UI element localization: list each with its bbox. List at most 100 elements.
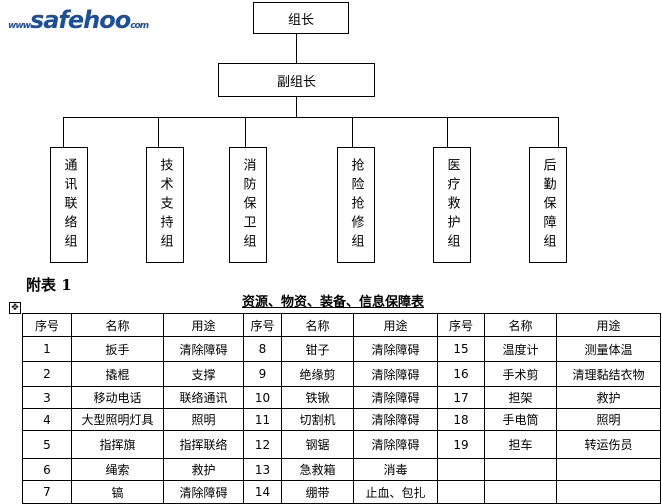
table-cell xyxy=(556,480,661,504)
table-move-handle-icon[interactable]: ✥ xyxy=(9,302,21,314)
table-cell xyxy=(484,480,557,504)
watermark-main: safehoo xyxy=(29,6,131,34)
table-cell: 镐 xyxy=(71,480,164,504)
table-cell: 铁锹 xyxy=(281,386,354,409)
connector xyxy=(558,117,559,147)
table-cell: 清除障碍 xyxy=(353,386,438,409)
leader-box: 组长 xyxy=(253,2,349,34)
table-cell: 转运伤员 xyxy=(556,430,661,459)
table-cell: 名称 xyxy=(71,313,164,337)
group-label: 消防保卫组 xyxy=(240,157,256,253)
table-cell: 序号 xyxy=(437,313,485,337)
table-cell: 救护 xyxy=(163,458,244,481)
connector xyxy=(63,117,559,118)
appendix-label: 附表 1 xyxy=(26,276,72,294)
watermark-prefix: www xyxy=(8,21,31,31)
group-box: 医疗救护组 xyxy=(433,147,471,263)
deputy-label: 副组长 xyxy=(276,74,316,90)
group-label: 抢险抢修组 xyxy=(348,157,364,253)
connector xyxy=(296,96,297,117)
table-cell: 钢锯 xyxy=(281,430,354,459)
group-box: 技术支持组 xyxy=(146,147,184,263)
table-cell: 急救箱 xyxy=(281,458,354,481)
table-cell: 13 xyxy=(243,458,282,481)
table-cell xyxy=(437,480,485,504)
group-box: 通讯联络组 xyxy=(50,147,88,263)
table-cell: 3 xyxy=(22,386,72,409)
connector xyxy=(447,117,448,147)
group-box: 消防保卫组 xyxy=(229,147,267,263)
table-cell: 清理黏结衣物 xyxy=(556,361,661,387)
table-title: 资源、物资、装备、信息保障表 xyxy=(242,295,425,310)
table-cell: 用途 xyxy=(353,313,438,337)
table-header-row: 序号名称用途序号名称用途序号名称用途 xyxy=(22,313,661,337)
group-box: 抢险抢修组 xyxy=(337,147,375,263)
group-label: 医疗救护组 xyxy=(444,157,460,253)
table-cell: 清除障碍 xyxy=(353,430,438,459)
deputy-box: 副组长 xyxy=(218,63,375,97)
table-cell: 名称 xyxy=(484,313,557,337)
table-cell: 清除障碍 xyxy=(353,336,438,362)
leader-label: 组长 xyxy=(287,12,314,28)
table-cell: 照明 xyxy=(556,408,661,431)
table-cell: 16 xyxy=(437,361,485,387)
table-cell: 止血、包扎 xyxy=(353,480,438,504)
table-cell: 序号 xyxy=(22,313,72,337)
table-cell: 支撑 xyxy=(163,361,244,387)
table-cell: 清除障碍 xyxy=(163,480,244,504)
group-label: 通讯联络组 xyxy=(61,157,77,253)
table-cell: 绳索 xyxy=(71,458,164,481)
table-cell: 联络通讯 xyxy=(163,386,244,409)
table-cell: 1 xyxy=(22,336,72,362)
table-cell: 名称 xyxy=(281,313,354,337)
connector xyxy=(296,33,297,63)
table-cell: 大型照明灯具 xyxy=(71,408,164,431)
table-cell: 10 xyxy=(243,386,282,409)
table-cell: 钳子 xyxy=(281,336,354,362)
table-cell: 手术剪 xyxy=(484,361,557,387)
watermark-suffix: com xyxy=(130,21,149,31)
table-cell: 绝缘剪 xyxy=(281,361,354,387)
table-cell: 移动电话 xyxy=(71,386,164,409)
table-cell: 11 xyxy=(243,408,282,431)
table-cell: 测量体温 xyxy=(556,336,661,362)
table-cell: 指挥旗 xyxy=(71,430,164,459)
connector xyxy=(245,117,246,147)
table-cell: 撬棍 xyxy=(71,361,164,387)
table-cell: 清除障碍 xyxy=(163,336,244,362)
group-label: 后勤保障组 xyxy=(540,157,556,253)
table-cell: 7 xyxy=(22,480,72,504)
table-cell: 15 xyxy=(437,336,485,362)
table-cell: 清除障碍 xyxy=(353,408,438,431)
table-cell: 12 xyxy=(243,430,282,459)
table-cell xyxy=(556,458,661,481)
connector xyxy=(352,117,353,147)
table-cell: 手电筒 xyxy=(484,408,557,431)
table-cell: 2 xyxy=(22,361,72,387)
table-cell: 用途 xyxy=(556,313,661,337)
table-cell: 9 xyxy=(243,361,282,387)
connector xyxy=(158,117,159,147)
table-cell: 绷带 xyxy=(281,480,354,504)
table-cell: 照明 xyxy=(163,408,244,431)
table-cell: 18 xyxy=(437,408,485,431)
table-cell: 14 xyxy=(243,480,282,504)
table-cell: 担架 xyxy=(484,386,557,409)
table-cell: 4 xyxy=(22,408,72,431)
table-cell: 扳手 xyxy=(71,336,164,362)
table-cell: 序号 xyxy=(243,313,282,337)
table-cell: 6 xyxy=(22,458,72,481)
group-box: 后勤保障组 xyxy=(529,147,567,263)
connector xyxy=(63,117,64,147)
table-cell: 指挥联络 xyxy=(163,430,244,459)
table-cell: 消毒 xyxy=(353,458,438,481)
table-cell xyxy=(484,458,557,481)
